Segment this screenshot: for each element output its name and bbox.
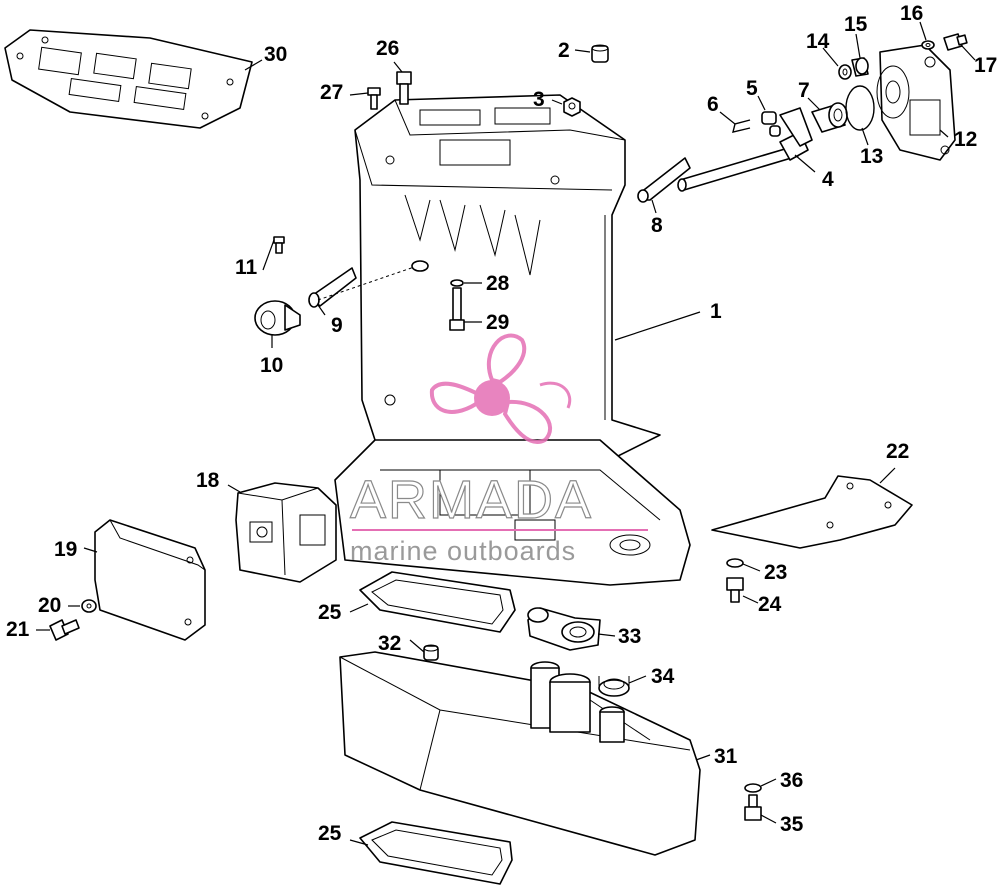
callout-25: 25 bbox=[318, 601, 342, 624]
callout-1: 1 bbox=[710, 300, 722, 323]
part-16-washer bbox=[921, 40, 935, 50]
callout-25: 25 bbox=[318, 822, 342, 845]
part-25-seal-lower bbox=[359, 821, 513, 885]
callout-5: 5 bbox=[746, 77, 758, 100]
callout-30: 30 bbox=[264, 43, 287, 66]
callout-13: 13 bbox=[860, 145, 883, 168]
part-20-washer bbox=[81, 599, 97, 613]
callout-29: 29 bbox=[486, 311, 509, 334]
part-9-lower-mount-wedge bbox=[308, 260, 429, 308]
watermark-tagline: marine outboards bbox=[350, 536, 576, 566]
part-33-grommet bbox=[527, 607, 601, 651]
watermark-brand: ARMADA bbox=[350, 470, 593, 530]
part-5-bushing bbox=[761, 107, 813, 147]
callout-19: 19 bbox=[54, 538, 77, 561]
callout-18: 18 bbox=[196, 469, 220, 492]
callout-31: 31 bbox=[714, 745, 738, 768]
callout-26: 26 bbox=[376, 37, 399, 60]
callout-15: 15 bbox=[844, 13, 868, 36]
callout-6: 6 bbox=[707, 93, 719, 116]
armada-watermark: ARMADA marine outboards bbox=[349, 333, 648, 566]
callout-28: 28 bbox=[486, 272, 510, 295]
part-24-bolt bbox=[726, 577, 744, 603]
callout-20: 20 bbox=[38, 594, 61, 617]
part-3-nut bbox=[563, 97, 581, 117]
part-11-screw bbox=[273, 236, 285, 254]
callout-8: 8 bbox=[651, 214, 663, 237]
part-36-washer bbox=[744, 783, 762, 793]
callout-16: 16 bbox=[900, 2, 923, 25]
callout-36: 36 bbox=[780, 769, 803, 792]
callout-7: 7 bbox=[798, 79, 810, 102]
part-19-cover bbox=[94, 519, 206, 641]
part-2-bushing bbox=[591, 44, 609, 63]
part-25-seal-upper bbox=[359, 571, 516, 633]
callout-34: 34 bbox=[651, 665, 675, 688]
callout-14: 14 bbox=[806, 30, 830, 53]
callout-23: 23 bbox=[764, 561, 787, 584]
part-28-washer bbox=[450, 279, 464, 287]
part-29-bolt bbox=[449, 287, 465, 331]
part-32-bushing bbox=[423, 644, 439, 661]
callout-11: 11 bbox=[235, 256, 258, 279]
part-7-bearing bbox=[811, 102, 848, 133]
callout-22: 22 bbox=[886, 440, 909, 463]
part-30-gasket bbox=[4, 29, 253, 129]
callout-33: 33 bbox=[618, 625, 641, 648]
part-22-cover-plate bbox=[711, 475, 913, 549]
part-8-upper-mount-wedge bbox=[637, 157, 691, 203]
callout-3: 3 bbox=[533, 88, 545, 111]
part-10-clamp-ring bbox=[254, 300, 301, 336]
part-31-lower-housing bbox=[339, 651, 701, 856]
leader-lines bbox=[36, 21, 976, 846]
callout-24: 24 bbox=[758, 593, 782, 616]
part-34-seal bbox=[598, 676, 630, 697]
part-12-shift-actuator bbox=[876, 44, 956, 161]
callout-21: 21 bbox=[6, 618, 30, 641]
callout-10: 10 bbox=[260, 354, 283, 377]
callout-9: 9 bbox=[331, 314, 343, 337]
part-15-bushing bbox=[851, 57, 869, 77]
callout-32: 32 bbox=[378, 632, 401, 655]
callout-35: 35 bbox=[780, 813, 804, 836]
part-14-washer bbox=[838, 64, 852, 80]
callout-4: 4 bbox=[822, 168, 834, 191]
part-13-o-ring bbox=[845, 85, 875, 131]
part-35-bolt bbox=[744, 794, 762, 821]
propeller-logo-icon bbox=[429, 333, 572, 444]
part-18-rubber-mount bbox=[235, 482, 337, 583]
callout-27: 27 bbox=[320, 81, 343, 104]
callout-17: 17 bbox=[974, 54, 997, 77]
part-1-base-plate bbox=[334, 439, 691, 586]
part-26-bolt bbox=[396, 71, 412, 105]
part-27-bolt bbox=[367, 87, 381, 110]
part-4-shift-shaft bbox=[677, 131, 809, 192]
callout-2: 2 bbox=[558, 39, 570, 62]
part-23-washer bbox=[726, 558, 744, 568]
part-6-clip bbox=[732, 119, 751, 133]
part-21-bolt bbox=[49, 619, 80, 641]
callout-12: 12 bbox=[954, 128, 977, 151]
